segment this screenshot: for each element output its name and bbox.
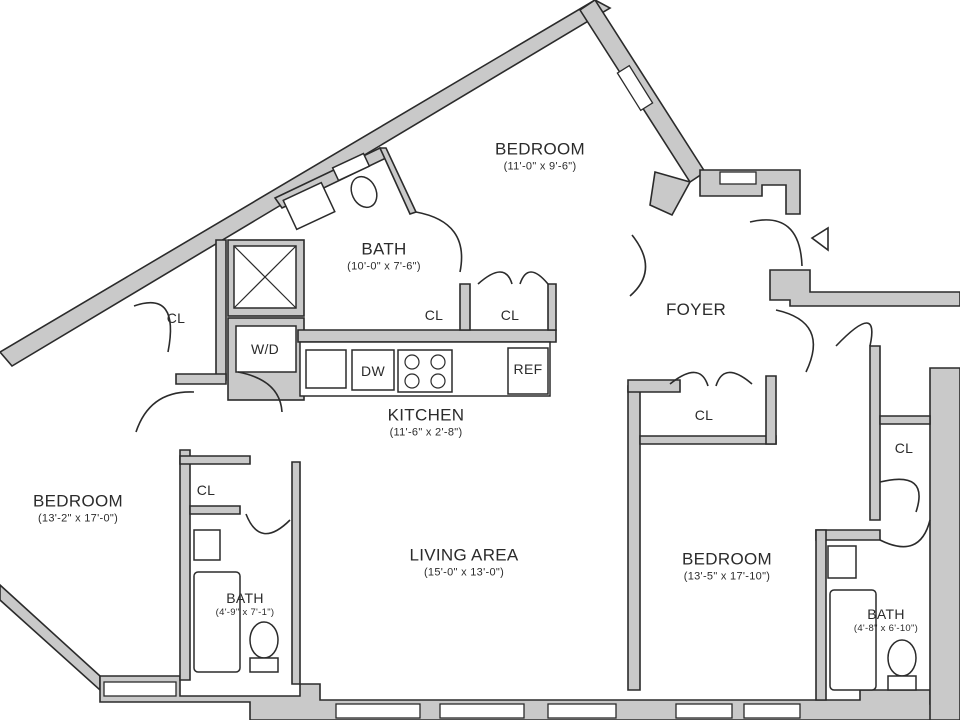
- entry-arrow: [810, 226, 829, 252]
- room-name: FOYER: [665, 300, 727, 319]
- window-living-3: [547, 703, 617, 719]
- door-swing-left-bedroom: [135, 391, 195, 433]
- room-name: BEDROOM: [682, 549, 772, 569]
- door-swing-foyer-closet: [669, 371, 753, 387]
- door-swing-foyer-right: [775, 309, 815, 373]
- door-swing-right-closet: [879, 478, 920, 513]
- room-dimensions: (11'-0" x 9'-6"): [503, 160, 577, 173]
- bath-top-sink: [282, 181, 336, 231]
- window-living-2: [439, 703, 525, 719]
- room-label-bedroom-left: BEDROOM (13'-2" x 17'-0"): [33, 492, 123, 525]
- room-name: LIVING AREA: [409, 545, 519, 565]
- closet-label: CL: [424, 307, 444, 323]
- right-bedroom-wall: [869, 345, 881, 521]
- partition-living-bedroom: [627, 385, 641, 691]
- washer-dryer-label: W/D: [250, 341, 280, 357]
- window-foyer: [719, 171, 757, 185]
- door-swing-left-bath: [245, 513, 291, 535]
- room-label-bath-right: BATH (4'-8" x 6'-10"): [854, 606, 918, 634]
- closet-label: CL: [500, 307, 520, 323]
- room-dimensions: (10'-0" x 7'-6"): [347, 260, 421, 273]
- bath-left-sink: [193, 529, 221, 561]
- bath-right-toilet: [887, 639, 917, 677]
- left-closet-wall: [215, 239, 227, 381]
- room-dimensions: (15'-0" x 13'-0"): [423, 566, 505, 579]
- window-right-bedroom-2: [743, 703, 801, 719]
- exterior-wall-east: [929, 367, 960, 720]
- room-dimensions: (13'-2" x 17'-0"): [37, 512, 119, 525]
- window-living-1: [335, 703, 421, 719]
- kitchen-back-wall: [297, 329, 557, 343]
- room-name: KITCHEN: [387, 405, 465, 425]
- room-dimensions: (4'-9" x 7'-1"): [215, 607, 275, 618]
- room-label-living: LIVING AREA (15'-0" x 13'-0"): [409, 546, 518, 579]
- room-dimensions: (13'-5" x 17'-10"): [683, 570, 771, 583]
- room-name: BATH: [361, 239, 407, 259]
- window-right-bedroom-1: [675, 703, 733, 719]
- room-dimensions: (4'-8" x 6'-10"): [853, 623, 919, 634]
- kitchen-closets-wall: [459, 283, 471, 331]
- dishwasher: [351, 349, 395, 391]
- exterior-wall-west: [0, 583, 101, 692]
- door-swing-left-closet: [133, 301, 172, 353]
- wall-notch-top: [649, 170, 692, 217]
- bath-right-sink: [827, 545, 857, 579]
- room-name: BEDROOM: [33, 491, 123, 511]
- left-closet-wall-bottom: [175, 373, 227, 385]
- room-label-bedroom-top: BEDROOM (11'-0" x 9'-6"): [495, 140, 585, 173]
- door-swing-wd: [237, 371, 283, 413]
- window-top-bedroom: [616, 64, 654, 112]
- refrigerator-label: REF: [513, 361, 543, 377]
- bath-right-tub: [829, 589, 877, 691]
- foyer-right-column: [769, 269, 960, 307]
- closet-label: CL: [166, 310, 186, 326]
- partition-left-bath-top: [179, 455, 251, 465]
- door-swing-bath-top: [415, 211, 463, 273]
- closet-label: CL: [196, 482, 216, 498]
- closet-label: CL: [694, 407, 714, 423]
- window-left-bedroom: [103, 681, 177, 697]
- door-swing-right-bath: [879, 519, 931, 548]
- dishwasher-label: DW: [361, 363, 385, 379]
- bath-top-wall-right: [378, 147, 418, 215]
- bath-left-tub: [193, 571, 241, 673]
- partition-left-bedroom: [179, 449, 191, 681]
- foyer-closet-right: [765, 375, 777, 445]
- partition-left-bath-right: [291, 461, 301, 685]
- kitchen-sink: [305, 349, 347, 389]
- kitchen-closets-wall-right: [547, 283, 557, 331]
- room-name: BATH: [226, 590, 264, 606]
- partition-living-bedroom-top: [627, 379, 681, 393]
- bath-left-toilet: [249, 621, 279, 659]
- room-label-bath-left: BATH (4'-9" x 7'-1"): [216, 590, 275, 618]
- room-dimensions: (11'-6" x 2'-8"): [389, 426, 463, 439]
- door-swing-kitchen-closet: [477, 271, 549, 285]
- refrigerator: [507, 347, 549, 395]
- room-label-bath-top: BATH (10'-0" x 7'-6"): [347, 240, 421, 273]
- closet-label: CL: [894, 440, 914, 456]
- right-closet-bottom: [879, 415, 931, 425]
- foyer-closet-bottom: [639, 435, 777, 445]
- door-swing-top-bedroom: [629, 234, 647, 297]
- door-swing-right-bedroom: [835, 322, 873, 347]
- room-name: BEDROOM: [495, 139, 585, 159]
- room-label-kitchen: KITCHEN (11'-6" x 2'-8"): [388, 406, 465, 439]
- room-label-bedroom-right: BEDROOM (13'-5" x 17'-10"): [682, 550, 772, 583]
- left-closet-bottom: [189, 505, 241, 515]
- door-swing-entry: [749, 219, 803, 267]
- room-name: BATH: [867, 606, 905, 622]
- bath-top-toilet: [350, 175, 378, 209]
- washer-dryer-box: [235, 325, 297, 373]
- room-label-foyer: FOYER: [666, 300, 726, 320]
- right-bath-left: [815, 529, 827, 701]
